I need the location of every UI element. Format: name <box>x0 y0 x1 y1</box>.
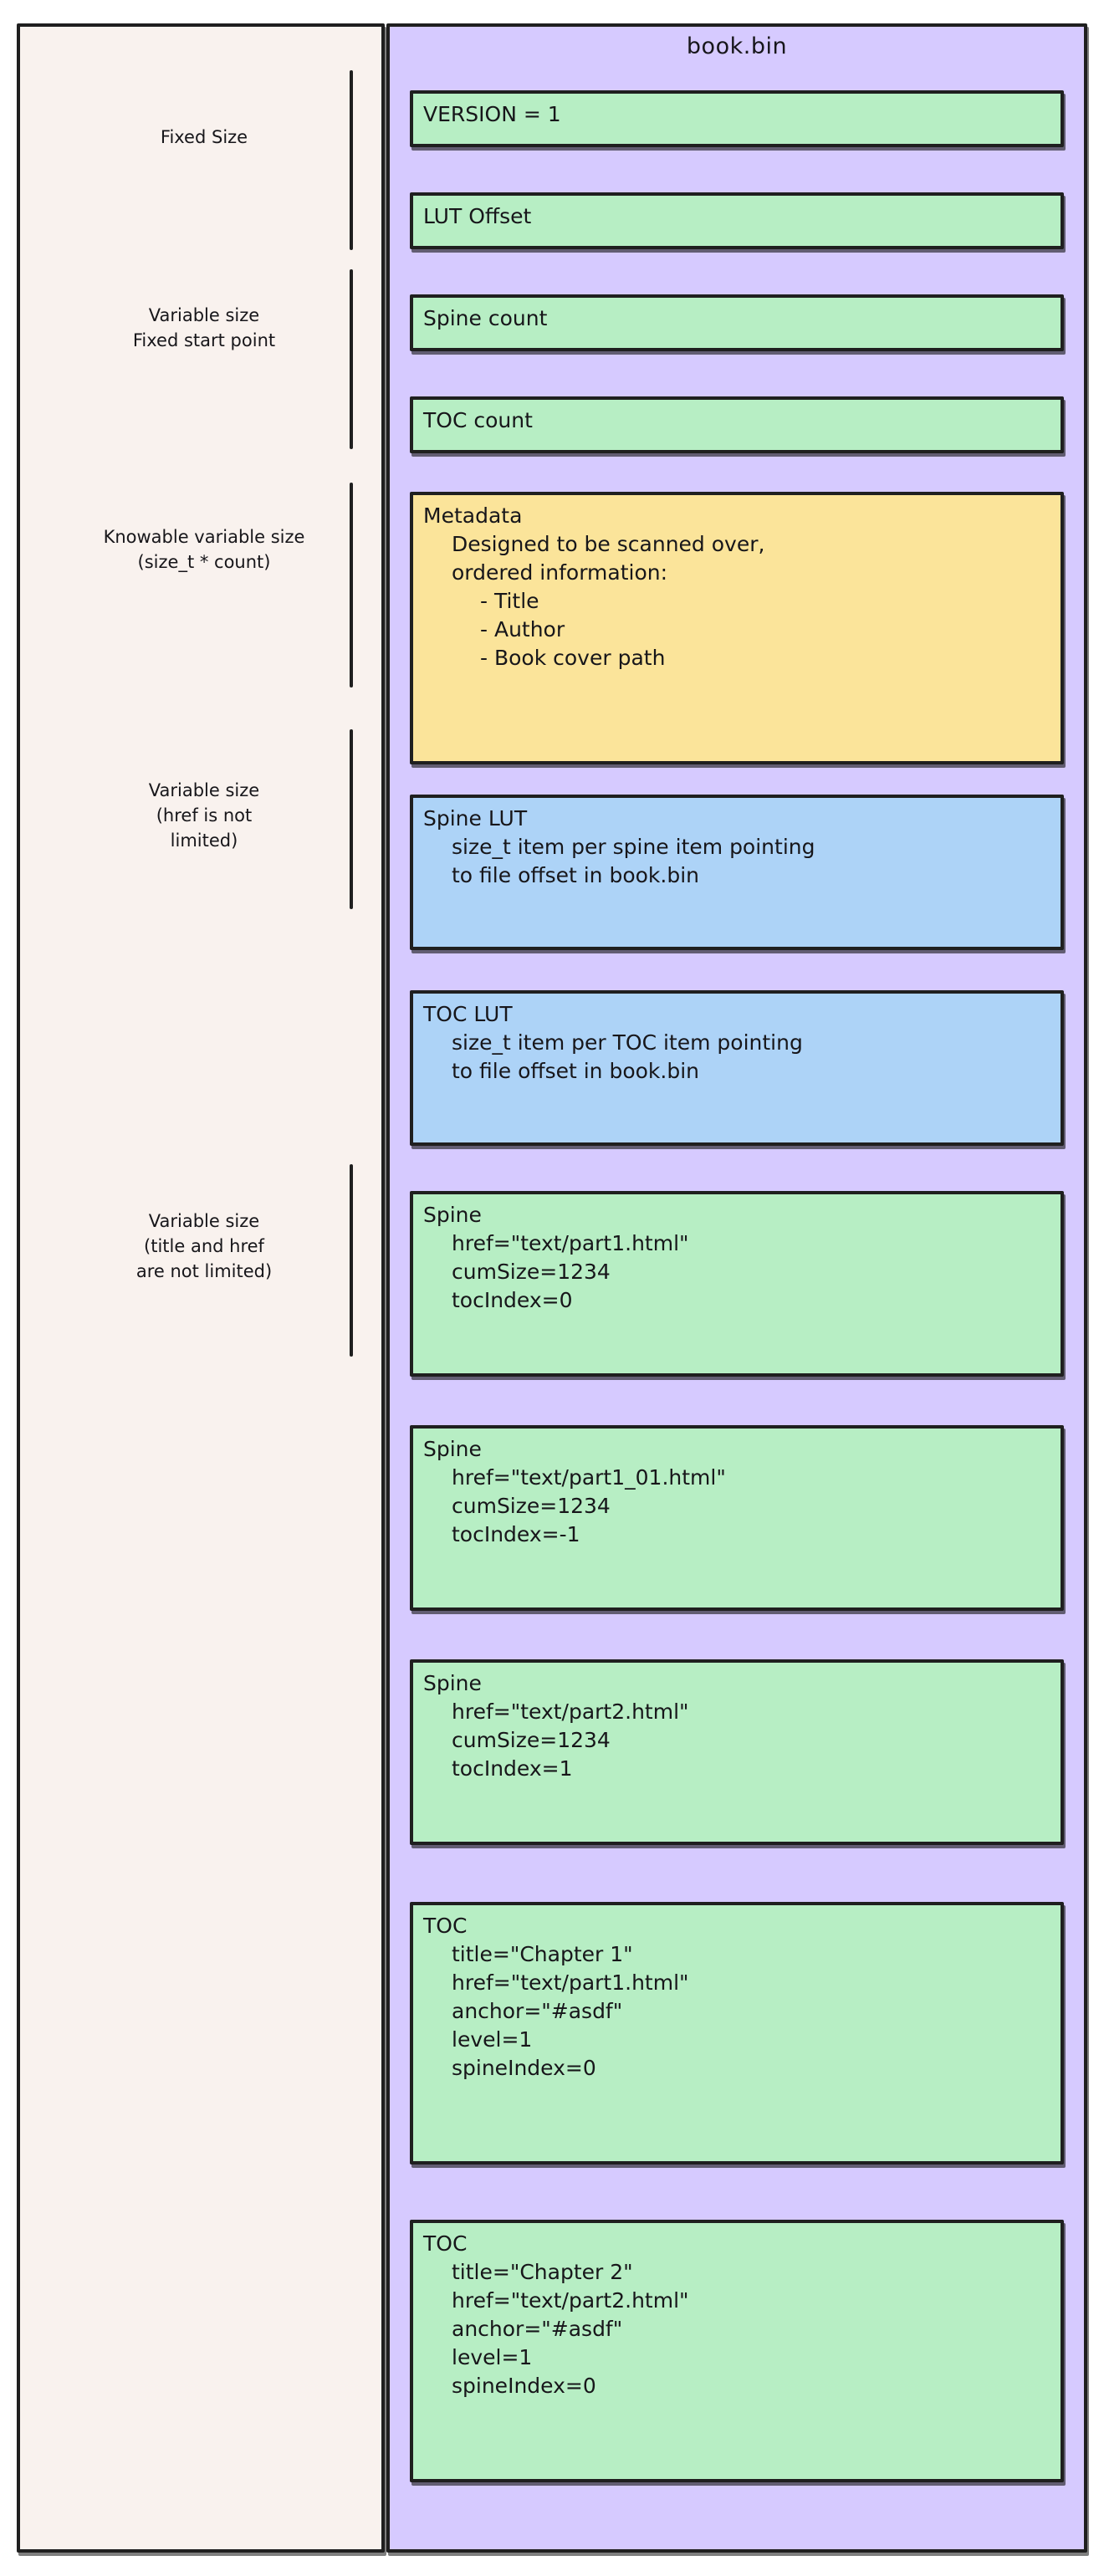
record-spine-3: Spine href="text/part2.html" cumSize=1234 t… <box>410 1659 1064 1845</box>
record-spine-2: Spine href="text/part1_01.html" cumSize=12… <box>410 1425 1064 1611</box>
record-bullet: - Author <box>480 617 565 641</box>
record-toc-count: TOC count <box>410 396 1064 453</box>
bracket-knowable-variable <box>350 483 353 687</box>
bracket-variable-href <box>350 729 353 909</box>
record-toc-1: TOC title="Chapter 1" href="text/part1.htm… <box>410 1902 1064 2165</box>
file-container: book.bin VERSION = 1 LUT Offset Spine co… <box>386 23 1087 2553</box>
record-line: to file offset in book.bin <box>452 863 700 887</box>
record-line: href="text/part1.html" <box>452 1970 689 1995</box>
record-line: tocIndex=-1 <box>452 1522 580 1546</box>
record-line: ordered information: <box>452 560 668 585</box>
group-label-knowable-variable: Knowable variable size(size_t * count) <box>103 527 305 572</box>
record-heading: TOC <box>423 2231 468 2256</box>
record-heading: TOC LUT <box>423 1002 513 1026</box>
record-line: anchor="#asdf" <box>452 1999 623 2023</box>
record-line: size_t item per TOC item pointing <box>452 1030 803 1055</box>
record-bullet: - Title <box>480 589 539 613</box>
record-heading: Spine count <box>423 306 548 330</box>
record-line: level=1 <box>452 2345 533 2369</box>
record-line: title="Chapter 2" <box>452 2260 633 2284</box>
bracket-variable-title-href <box>350 1164 353 1357</box>
record-line: cumSize=1234 <box>452 1494 611 1518</box>
record-heading: VERSION = 1 <box>423 102 561 126</box>
record-heading: Spine LUT <box>423 806 528 831</box>
record-heading: TOC count <box>423 408 533 432</box>
record-heading: Metadata <box>423 503 523 528</box>
record-heading: Spine <box>423 1203 482 1227</box>
record-line: tocIndex=1 <box>452 1756 573 1781</box>
record-toc-lut: TOC LUT size_t item per TOC item pointing… <box>410 990 1064 1146</box>
record-line: level=1 <box>452 2027 533 2052</box>
record-lut-offset: LUT Offset <box>410 192 1064 249</box>
record-toc-2: TOC title="Chapter 2" href="text/part2.htm… <box>410 2220 1064 2482</box>
record-line: anchor="#asdf" <box>452 2317 623 2341</box>
record-line: spineIndex=0 <box>452 2056 596 2080</box>
file-title: book.bin <box>686 33 788 59</box>
record-line: cumSize=1234 <box>452 1260 611 1284</box>
record-heading: TOC <box>423 1914 468 1938</box>
record-line: tocIndex=0 <box>452 1288 573 1312</box>
record-bullet: - Book cover path <box>480 646 666 670</box>
record-line: href="text/part2.html" <box>452 2288 689 2313</box>
bracket-variable-fixed-start <box>350 269 353 449</box>
record-line: Designed to be scanned over, <box>452 532 765 556</box>
record-spine-count: Spine count <box>410 294 1064 351</box>
record-spine-lut: Spine LUT size_t item per spine item poin… <box>410 795 1064 950</box>
record-line: href="text/part2.html" <box>452 1699 689 1724</box>
record-line: href="text/part1_01.html" <box>452 1465 726 1490</box>
record-spine-1: Spine href="text/part1.html" cumSize=1234 t… <box>410 1191 1064 1377</box>
record-line: spineIndex=0 <box>452 2374 596 2398</box>
record-line: size_t item per spine item pointing <box>452 835 815 859</box>
bracket-fixed-size <box>350 70 353 250</box>
record-heading: Spine <box>423 1671 482 1695</box>
record-line: to file offset in book.bin <box>452 1059 700 1083</box>
record-line: cumSize=1234 <box>452 1728 611 1752</box>
record-version: VERSION = 1 <box>410 90 1064 147</box>
record-line: href="text/part1.html" <box>452 1231 689 1255</box>
record-heading: Spine <box>423 1437 482 1461</box>
group-label-fixed-size: Fixed Size <box>160 127 248 147</box>
record-heading: LUT Offset <box>423 204 532 228</box>
record-line: title="Chapter 1" <box>452 1942 633 1966</box>
